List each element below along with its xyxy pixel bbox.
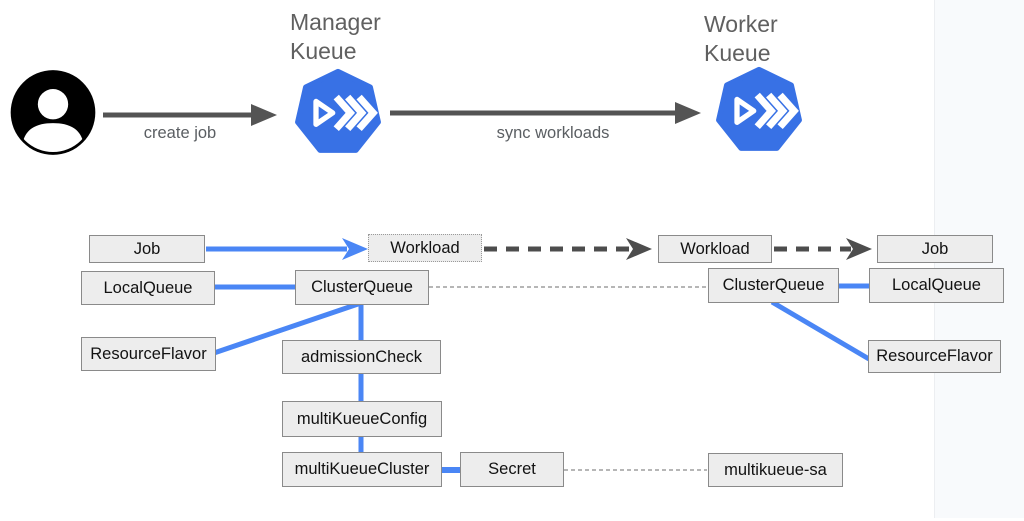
arrowhead-create-job xyxy=(251,104,277,126)
worker-kueue-label: Worker Kueue xyxy=(704,10,778,68)
kueue-logo-manager xyxy=(295,68,381,153)
node-resourceflavor-right: ResourceFlavor xyxy=(868,340,1001,373)
manager-kueue-label-line1: Manager xyxy=(290,9,381,35)
user-icon xyxy=(10,70,96,155)
manager-kueue-label-line2: Kueue xyxy=(290,38,357,64)
node-resourceflavor-left: ResourceFlavor xyxy=(81,337,216,371)
edge-resourceflavor-left xyxy=(213,300,362,356)
node-secret: Secret xyxy=(460,452,564,487)
kueue-logo-worker xyxy=(716,66,802,151)
node-localqueue-left: LocalQueue xyxy=(81,271,215,305)
node-localqueue-right: LocalQueue xyxy=(869,268,1004,303)
manager-kueue-label: Manager Kueue xyxy=(290,8,381,66)
node-multikueueconfig: multiKueueConfig xyxy=(282,401,442,437)
worker-kueue-label-line1: Worker xyxy=(704,11,778,37)
arrowhead-job-to-workload xyxy=(342,238,368,260)
node-admissioncheck: admissionCheck xyxy=(282,340,441,374)
arrowhead-workload-sync xyxy=(626,238,652,260)
node-clusterqueue-right: ClusterQueue xyxy=(708,268,839,303)
arrowhead-sync-workloads xyxy=(675,102,701,124)
arrowhead-workload-to-job xyxy=(846,238,872,260)
sync-workloads-label: sync workloads xyxy=(496,124,610,142)
create-job-label: create job xyxy=(143,124,217,142)
node-job-right: Job xyxy=(877,235,993,263)
edge-resourceflavor-right xyxy=(770,299,871,362)
node-multikueue-sa: multikueue-sa xyxy=(708,453,843,487)
node-clusterqueue-left: ClusterQueue xyxy=(295,270,429,305)
node-workload-right: Workload xyxy=(658,235,772,263)
node-multikueuecluster: multiKueueCluster xyxy=(282,452,442,487)
worker-kueue-label-line2: Kueue xyxy=(704,40,771,66)
node-workload-left: Workload xyxy=(368,234,482,262)
node-job-left: Job xyxy=(89,235,205,263)
